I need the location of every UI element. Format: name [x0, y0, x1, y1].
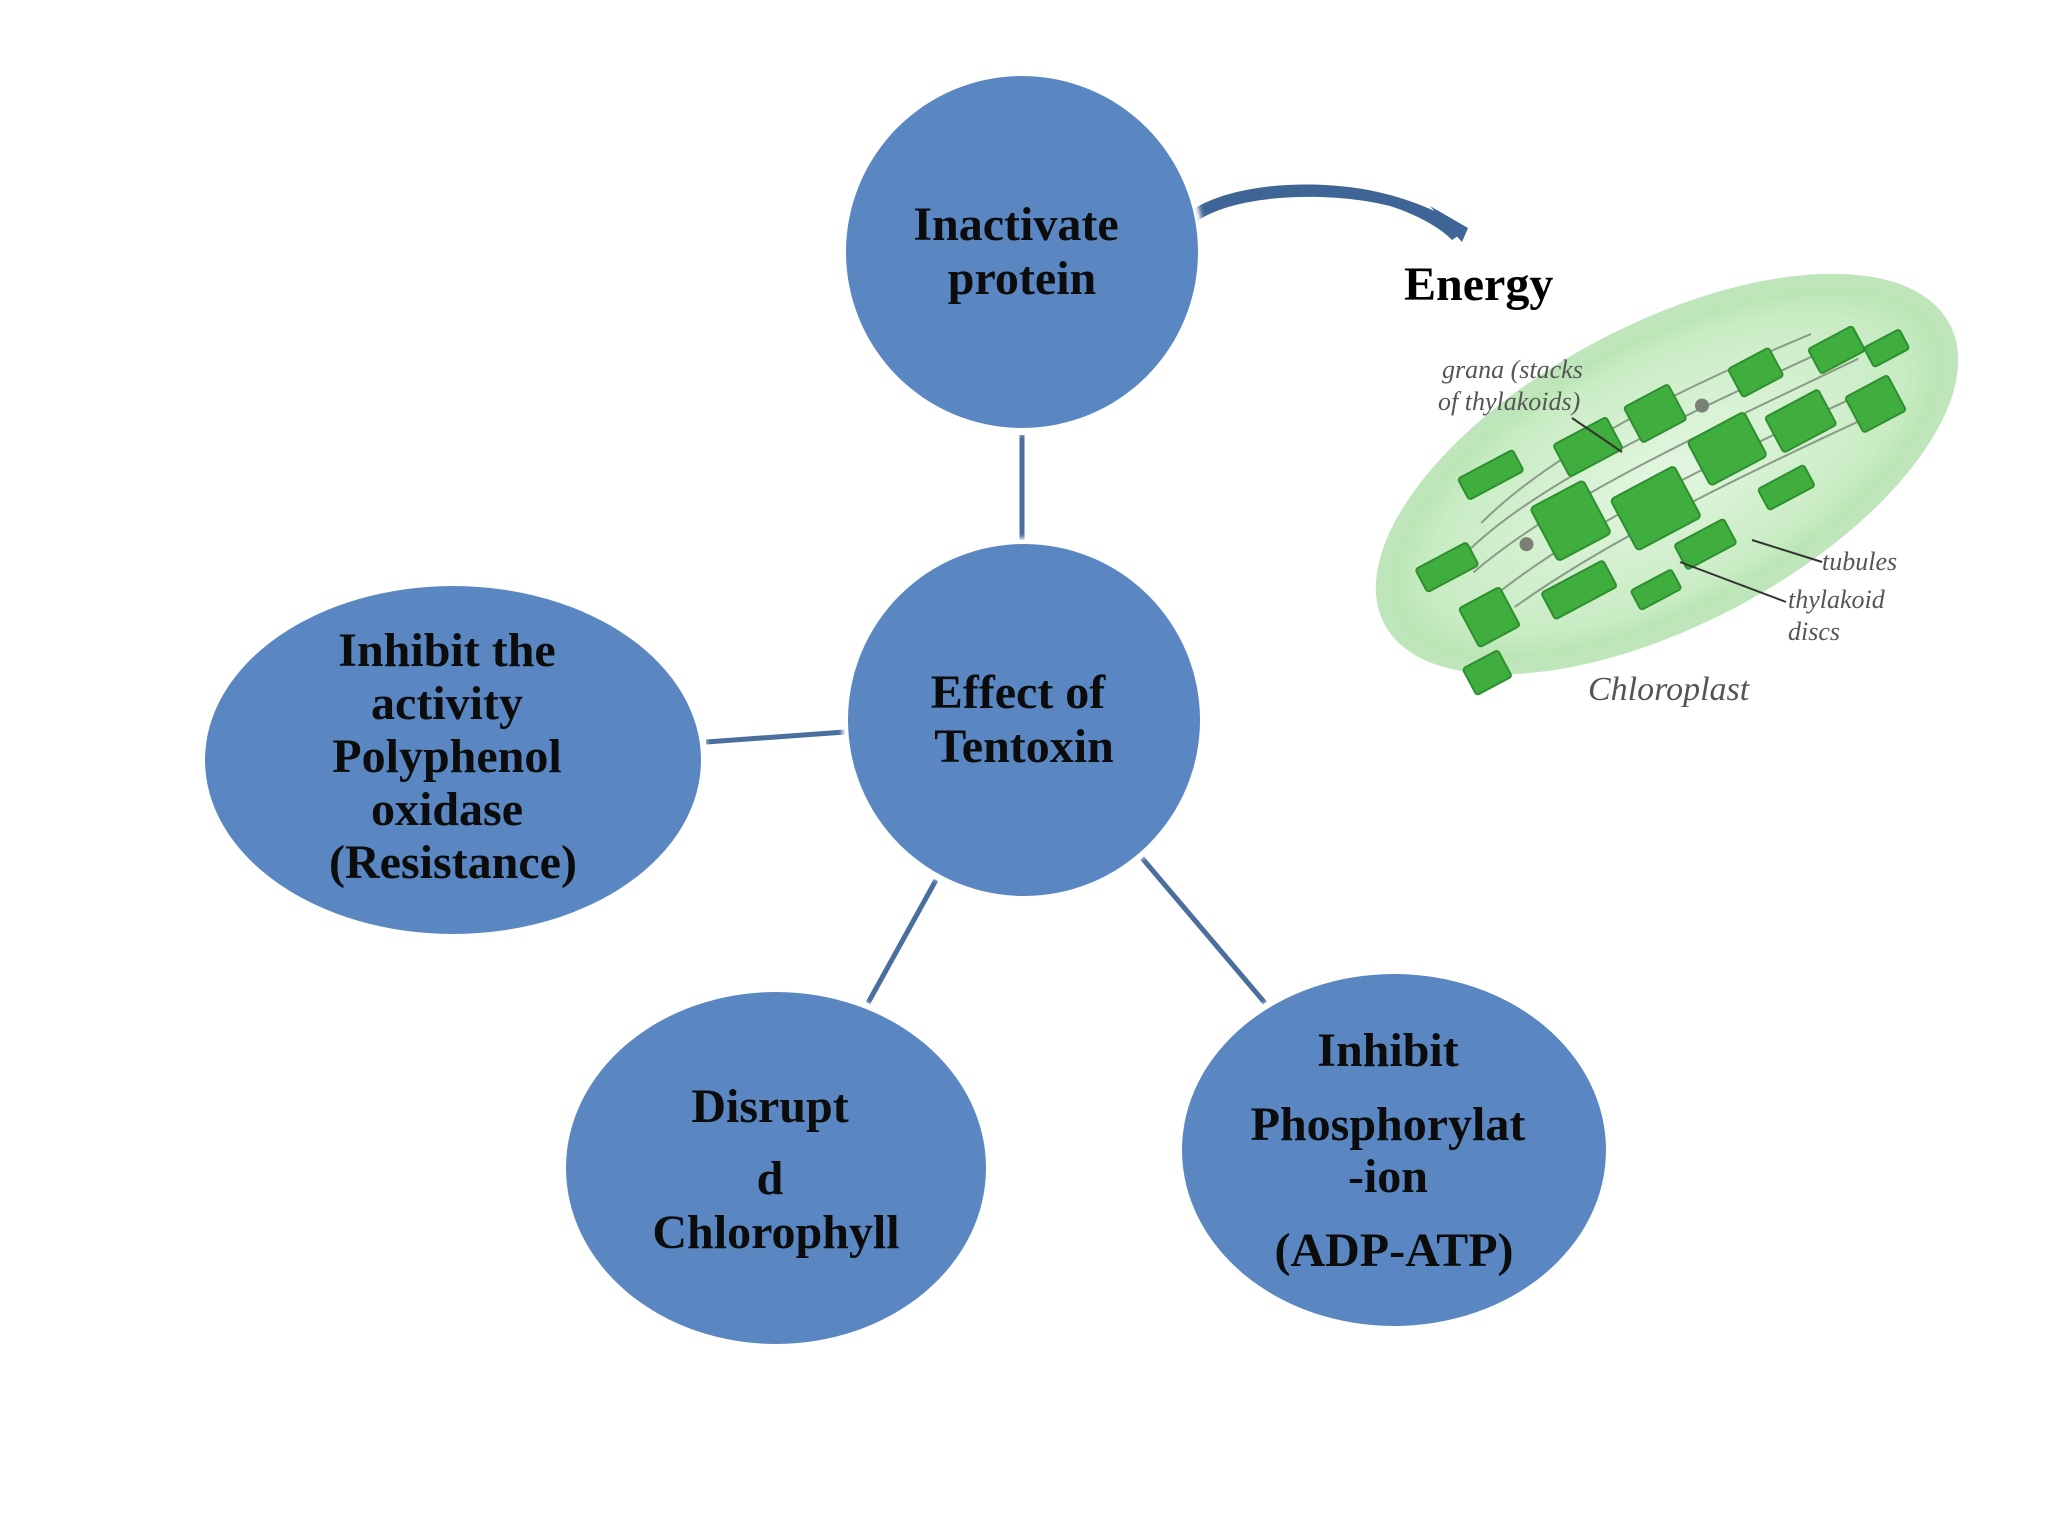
- connector-bottom-right: [1140, 856, 1267, 1005]
- node-text-phosphorylation: Inhibit Phosphorylat -ion (ADP-ATP): [1251, 1024, 1538, 1277]
- node-line: Inhibit: [1317, 1024, 1458, 1077]
- node-text-inactivate-protein: Inactivate protein: [913, 198, 1130, 305]
- node-line: Inactivate: [913, 198, 1118, 251]
- grana-stacks: [1415, 325, 1910, 696]
- node-line: Phosphorylat: [1251, 1098, 1526, 1151]
- connectors: [705, 435, 1267, 1005]
- energy-arrow: [1165, 184, 1468, 242]
- node-line: oxidase: [371, 783, 523, 836]
- annotation-leaders: [1571, 417, 1823, 603]
- chloroplast-caption: Chloroplast: [1588, 671, 1751, 708]
- center-text: Effect of Tentoxin: [931, 666, 1118, 773]
- node-line: Polyphenol: [332, 730, 561, 783]
- node-disrupted-chlorophyll: Disrupt d Chlorophyll: [560, 986, 992, 1350]
- node-line: Chlorophyll: [652, 1206, 899, 1259]
- energy-label: Energy: [1404, 258, 1553, 311]
- center-line: Tentoxin: [934, 720, 1114, 773]
- chloroplast-illustration: grana (stacks of thylakoids) tubules thy…: [1375, 273, 1959, 708]
- node-line: (Resistance): [329, 836, 577, 889]
- node-line: d: [757, 1152, 784, 1205]
- connector-left: [705, 729, 846, 745]
- annotation-thylakoid-discs: thylakoid discs: [1788, 585, 1891, 646]
- node-line: protein: [948, 252, 1096, 305]
- node-line: Disrupt: [691, 1080, 848, 1133]
- annotation-tubules: tubules: [1822, 547, 1897, 576]
- node-text-polyphenol: Inhibit the activity Polyphenol oxidase …: [329, 624, 577, 889]
- connector-bottom-left: [865, 878, 939, 1005]
- node-inhibit-polyphenol-oxidase: Inhibit the activity Polyphenol oxidase …: [199, 580, 707, 940]
- center-line: Effect of: [931, 666, 1107, 719]
- node-line: -ion: [1348, 1150, 1428, 1203]
- node-line: activity: [371, 677, 523, 730]
- node-inhibit-phosphorylation: Inhibit Phosphorylat -ion (ADP-ATP): [1176, 968, 1612, 1332]
- node-center-effect-of-tentoxin: Effect of Tentoxin: [842, 538, 1206, 902]
- node-inactivate-protein: Inactivate protein: [840, 70, 1204, 434]
- node-line: (ADP-ATP): [1274, 1224, 1513, 1277]
- node-line: Inhibit the: [338, 624, 555, 677]
- annotation-grana: grana (stacks of thylakoids): [1438, 355, 1589, 416]
- node-text-chlorophyll: Disrupt d Chlorophyll: [652, 1080, 899, 1259]
